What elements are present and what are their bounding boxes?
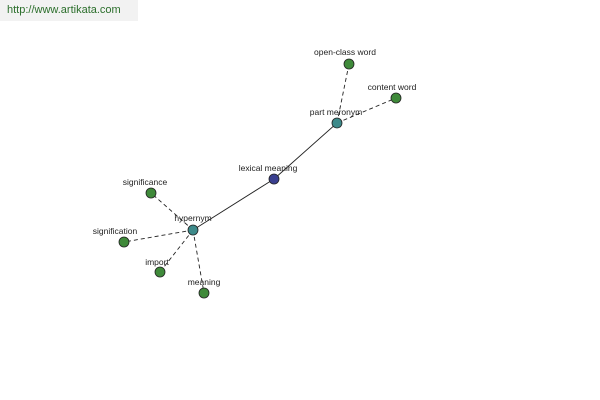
node-import[interactable] <box>154 266 166 278</box>
label-part-meronym: part meronym <box>310 107 362 117</box>
labels-layer: lexical meaning part meronym hypernym open-… <box>93 47 417 287</box>
edge-hypernym-to-signification <box>123 229 194 243</box>
edges-layer <box>123 63 397 294</box>
edge-hypernym-to-significance <box>150 192 194 231</box>
edge-hypernym-to-import <box>159 229 194 273</box>
node-content-word[interactable] <box>390 92 402 104</box>
node-lexical-meaning[interactable] <box>268 173 280 185</box>
node-part-meronym[interactable] <box>331 117 343 129</box>
label-import: import <box>145 257 169 267</box>
edge-lexical-meaning-to-part-meronym <box>273 122 338 180</box>
edge-hypernym-to-meaning <box>192 229 205 294</box>
edge-part-meronym-to-open-class-word <box>336 63 350 124</box>
node-hypernym[interactable] <box>187 224 199 236</box>
node-signification[interactable] <box>118 236 130 248</box>
label-lexical-meaning: lexical meaning <box>239 163 298 173</box>
edge-part-meronym-to-content-word <box>336 97 397 124</box>
node-open-class-word[interactable] <box>343 58 355 70</box>
label-content-word: content word <box>368 82 417 92</box>
label-meaning: meaning <box>188 277 221 287</box>
node-significance[interactable] <box>145 187 157 199</box>
source-link[interactable]: http://www.artikata.com <box>0 0 138 21</box>
label-signification: signification <box>93 226 138 236</box>
edge-lexical-meaning-to-hypernym <box>192 178 275 231</box>
node-meaning[interactable] <box>198 287 210 299</box>
label-open-class-word: open-class word <box>314 47 376 57</box>
label-significance: significance <box>123 177 168 187</box>
nodes-layer <box>118 58 402 299</box>
label-hypernym: hypernym <box>174 213 211 223</box>
